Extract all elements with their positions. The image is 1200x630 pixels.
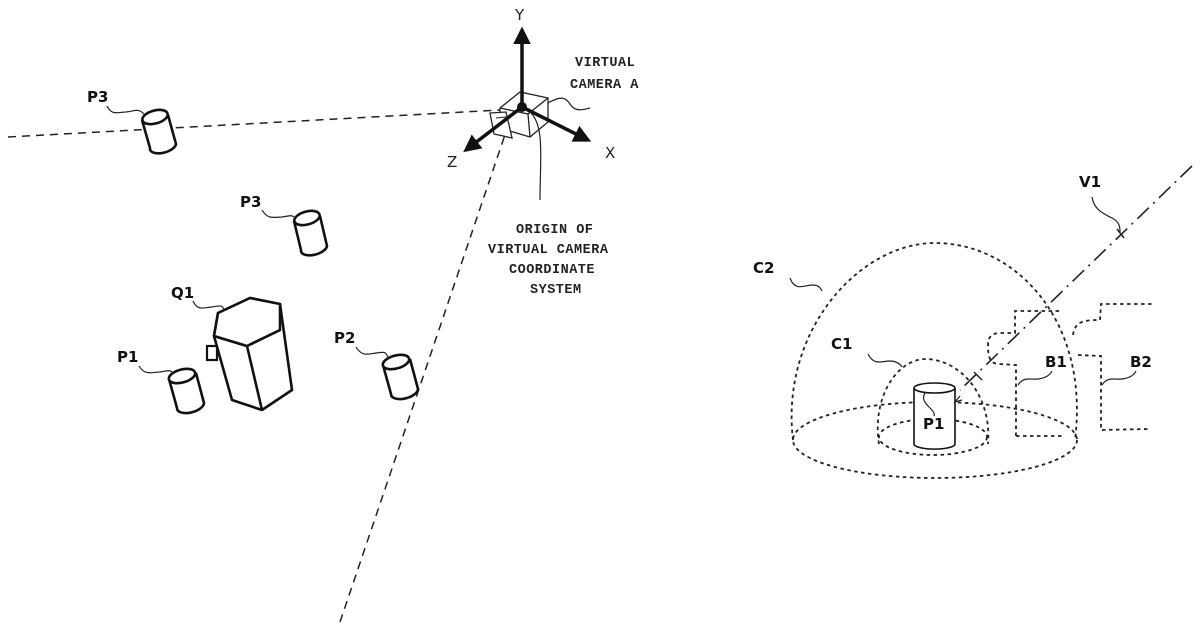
object-p3-far: P3 [87, 88, 178, 155]
z-axis-label: Z [447, 153, 457, 171]
object-p2: P2 [334, 329, 420, 401]
c2-leader [789, 277, 823, 292]
c1-leader [867, 353, 903, 368]
right-panel: V1 C2 B1 B2 C1 P1 [753, 165, 1193, 479]
q1-leader [192, 300, 225, 311]
object-p3-near: P3 [240, 193, 329, 257]
b1-leader [1017, 370, 1053, 386]
p3-far-label: P3 [87, 88, 108, 106]
origin-point [517, 102, 527, 112]
p1-label: P1 [117, 348, 138, 366]
origin-label-line2: VIRTUAL CAMERA [488, 243, 609, 258]
b1-label: B1 [1045, 353, 1067, 371]
p3-near-leader [261, 209, 297, 220]
obstacle-b1 [987, 310, 1060, 436]
origin-leader [529, 111, 542, 201]
b2-label: B2 [1130, 353, 1152, 371]
left-panel: Y X Z VIRTUAL CAMERA A ORIGIN OF VIRTUAL… [7, 6, 639, 623]
p3-near-label: P3 [240, 193, 261, 211]
hemisphere-c2 [790, 242, 1078, 479]
obstacle-b2-top [1072, 303, 1154, 336]
q1-handle [205, 344, 219, 362]
p2-leader [355, 346, 389, 359]
v1-label: V1 [1079, 173, 1101, 191]
p1-centered-leader [922, 391, 935, 417]
hemisphere-c1 [876, 358, 990, 456]
b2-leader [1101, 370, 1137, 386]
p2-label: P2 [334, 329, 355, 347]
v1-tick [1116, 228, 1125, 239]
x-axis-label: X [605, 144, 615, 162]
object-p1: P1 [117, 348, 206, 415]
sight-line-v1 [959, 165, 1193, 391]
camera-leader [547, 97, 591, 111]
obstacle-b2-bottom [1077, 354, 1149, 431]
object-p1-centered [913, 382, 956, 450]
v1-leader [1091, 196, 1121, 233]
sight-line-horizontal [7, 109, 501, 138]
c2-label: C2 [753, 259, 774, 277]
sight-line-diagonal [339, 119, 511, 623]
camera-coordinate-axes [463, 26, 592, 153]
origin-label-line1: ORIGIN OF [516, 223, 593, 238]
p1-leader [138, 365, 175, 375]
p3-far-leader [106, 105, 145, 115]
object-q1: Q1 [171, 284, 294, 412]
z-axis-arrow [463, 105, 524, 153]
y-axis-label: Y [514, 6, 525, 24]
q1-label: Q1 [171, 284, 194, 302]
x-axis-arrow [521, 105, 592, 142]
c1-label: C1 [831, 335, 852, 353]
c1-intersection-tick [973, 371, 983, 381]
virtual-camera-label-line2: CAMERA A [570, 78, 639, 93]
virtual-camera-label-line1: VIRTUAL [575, 56, 635, 71]
p1-centered-label: P1 [923, 415, 944, 433]
origin-label-line3: COORDINATE [509, 263, 595, 278]
v1-terminus-arrow [953, 395, 963, 404]
origin-label-line4: SYSTEM [530, 283, 582, 298]
